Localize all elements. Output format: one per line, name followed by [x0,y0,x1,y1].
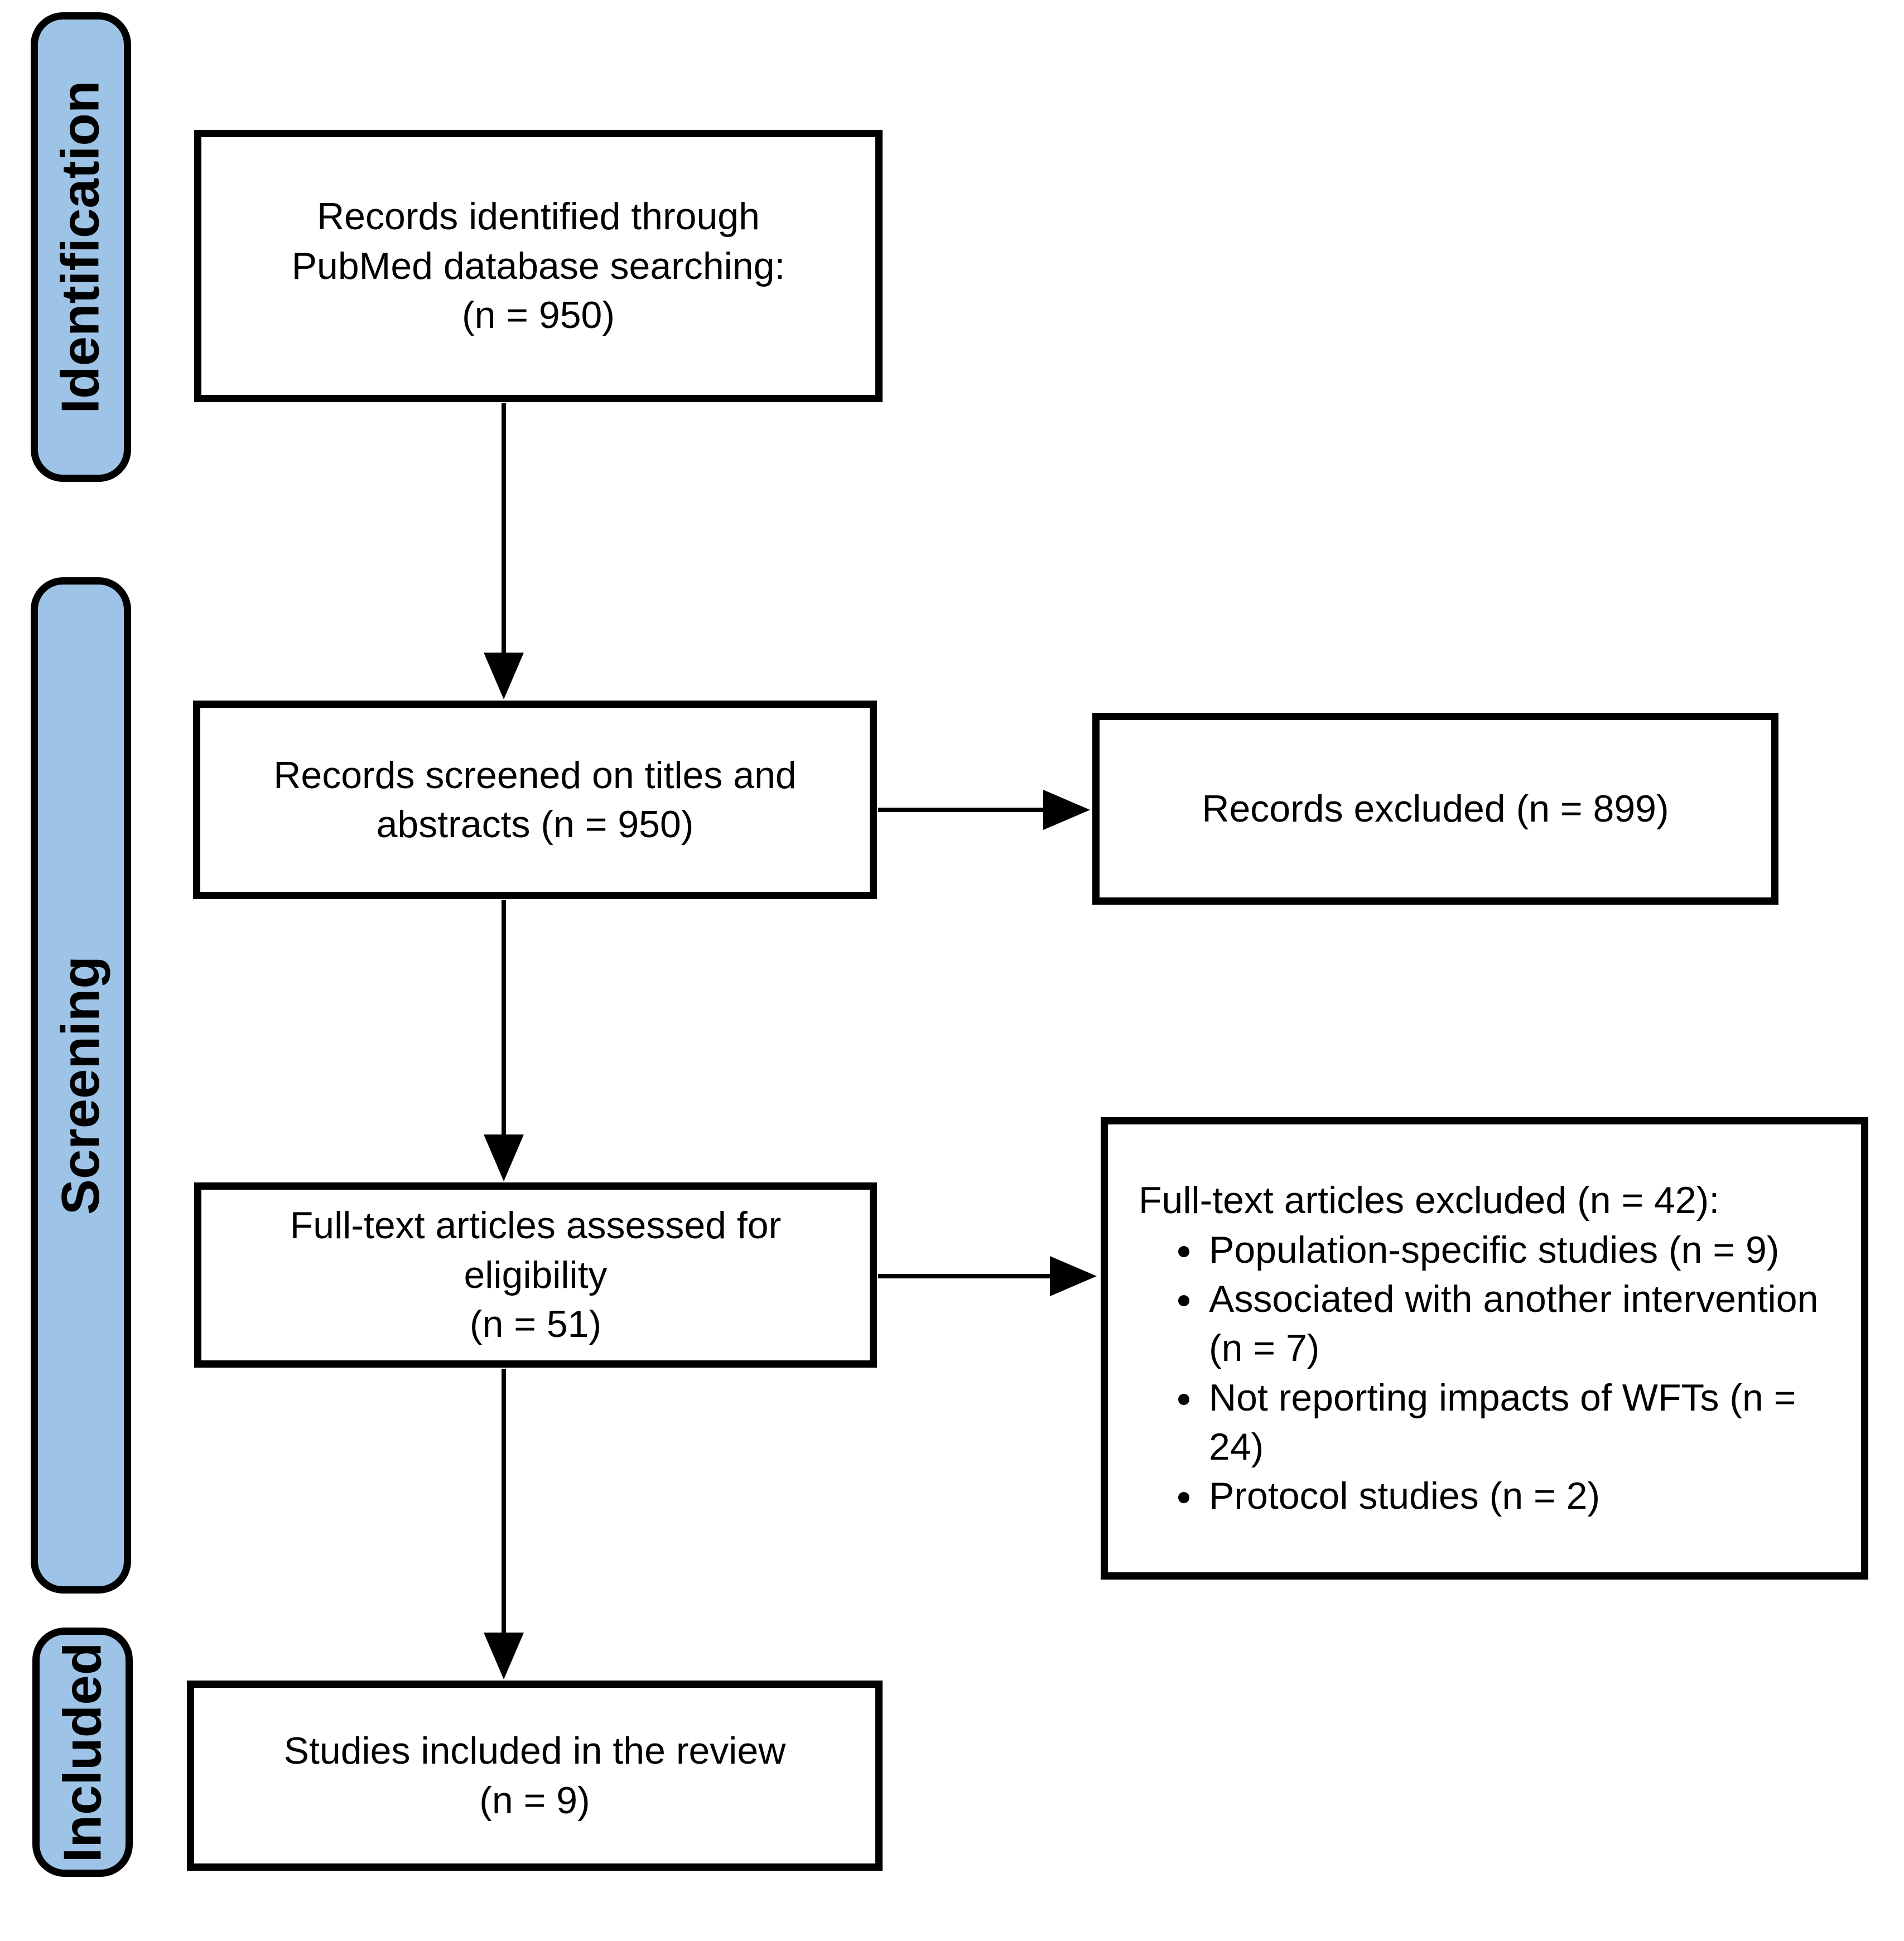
box-fulltext-excluded-content: Full-text articles excluded (n = 42): Po… [1108,1165,1861,1532]
fulltext-excluded-item: Associated with another intervention (n … [1204,1274,1844,1373]
box-fulltext-excluded: Full-text articles excluded (n = 42): Po… [1101,1117,1868,1580]
arrow-identified-to-screened [484,403,524,699]
box-records-excluded: Records excluded (n = 899) [1092,713,1778,905]
fulltext-excluded-item: Protocol studies (n = 2) [1204,1471,1844,1520]
box-fulltext-assessed: Full-text articles assessed for eligibil… [194,1182,877,1368]
fulltext-excluded-item: Population-specific studies (n = 9) [1204,1225,1844,1274]
arrowhead-right-icon [1043,790,1090,830]
box-records-screened: Records screened on titles and abstracts… [193,701,877,899]
fulltext-excluded-item: Not reporting impacts of WFTs (n = 24) [1204,1373,1844,1472]
arrowhead-down-icon [484,1134,524,1181]
box-records-identified: Records identified through PubMed databa… [194,130,883,402]
arrowhead-down-icon [484,653,524,699]
box-records-identified-text: Records identified through PubMed databa… [291,195,785,337]
box-fulltext-excluded-heading: Full-text articles excluded (n = 42): [1139,1179,1720,1222]
box-studies-included-text: Studies included in the review (n = 9) [283,1730,786,1822]
arrowhead-right-icon [1050,1256,1097,1296]
arrow-screened-to-fulltext [484,900,524,1181]
arrow-fulltext-to-fulltext-excluded [878,1256,1097,1296]
box-records-excluded-text: Records excluded (n = 899) [1202,787,1669,830]
stage-included: Included [32,1628,133,1877]
arrow-fulltext-to-included [484,1369,524,1679]
box-records-screened-text: Records screened on titles and abstracts… [273,754,797,846]
arrow-screened-to-records-excluded [878,790,1090,830]
fulltext-excluded-list: Population-specific studies (n = 9) Asso… [1139,1225,1844,1521]
box-fulltext-assessed-text: Full-text articles assessed for eligibil… [290,1204,782,1346]
stage-identification: Identification [31,12,131,482]
stage-screening: Screening [31,577,131,1594]
box-studies-included: Studies included in the review (n = 9) [187,1681,883,1871]
arrowhead-down-icon [484,1633,524,1679]
